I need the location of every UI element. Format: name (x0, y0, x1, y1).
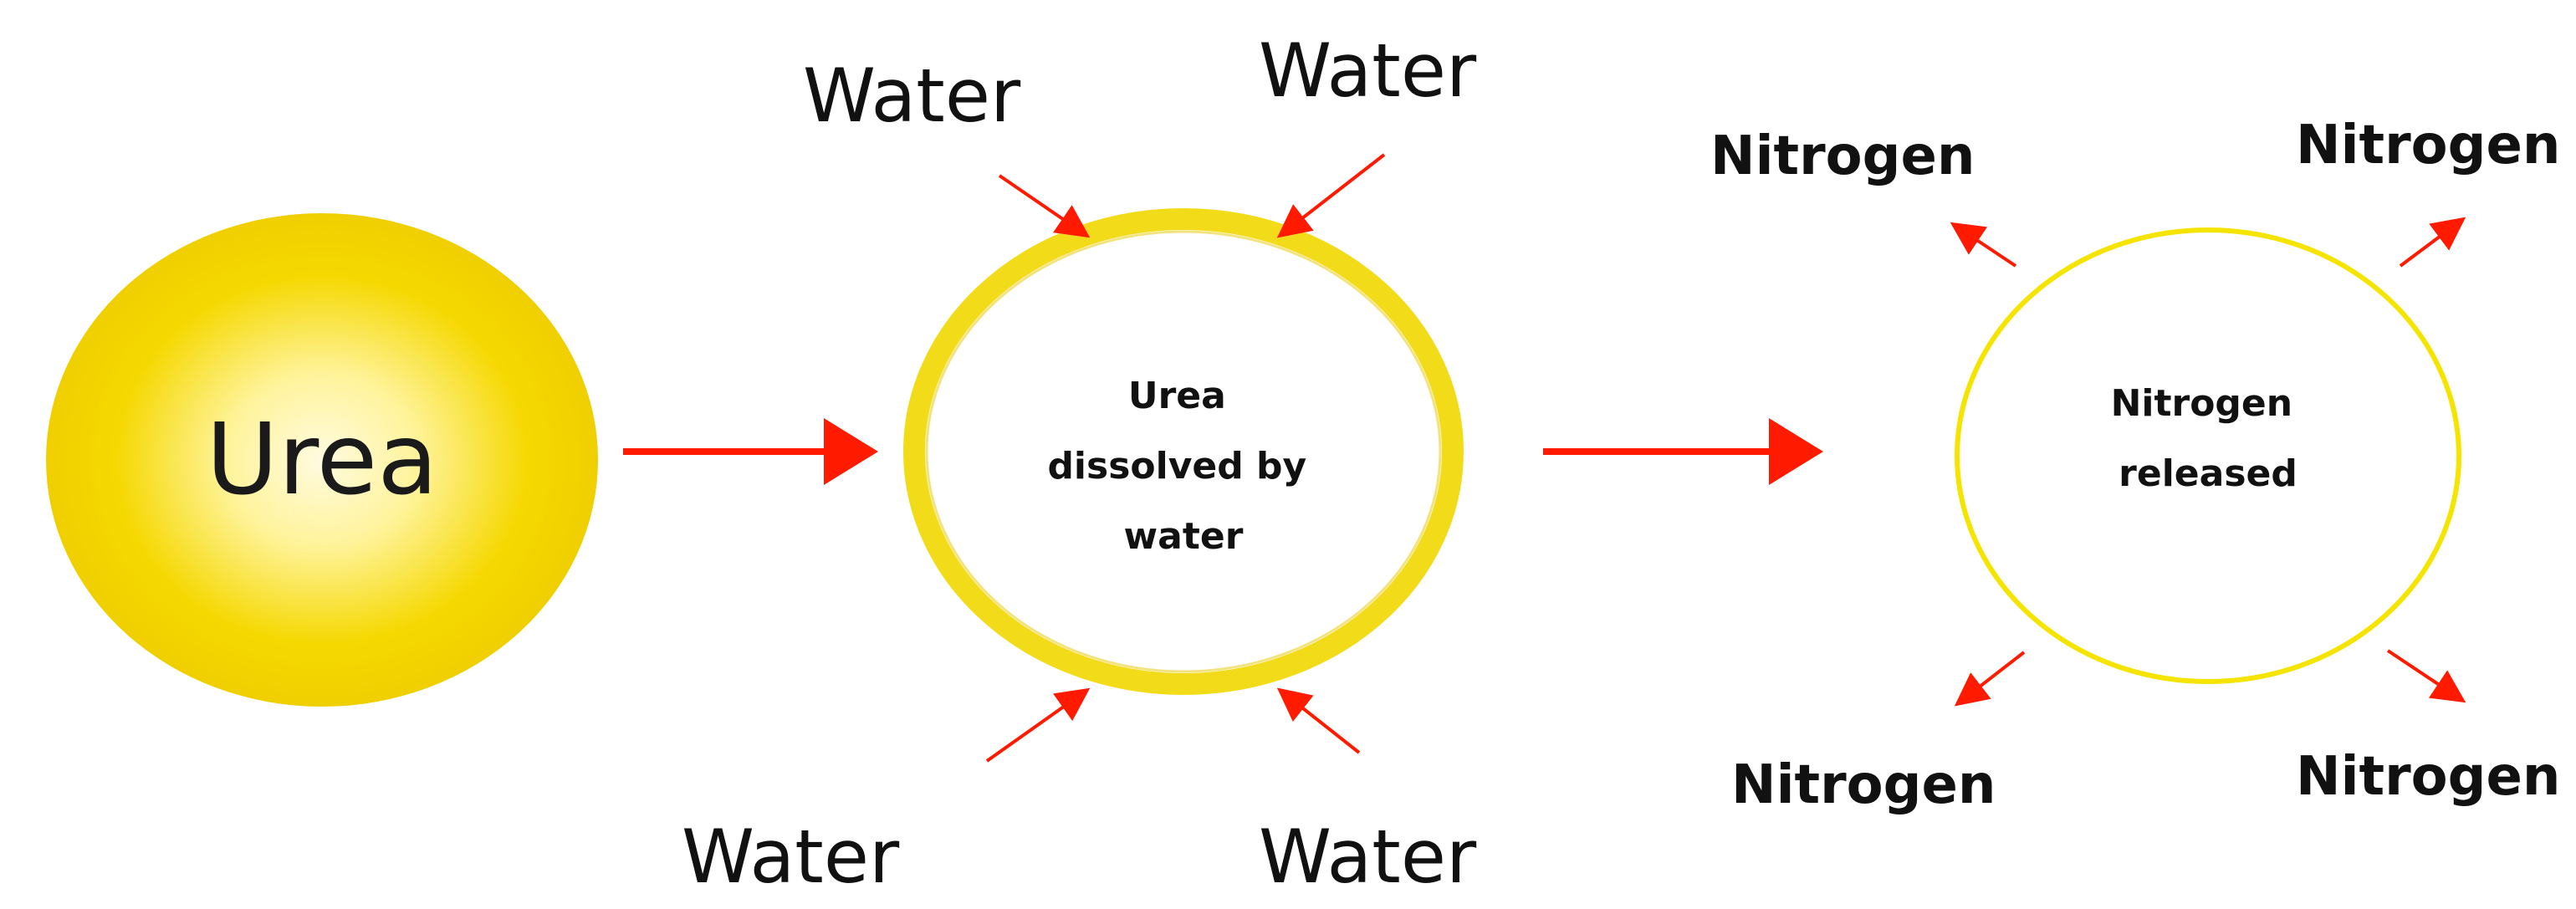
dissolved-urea-line-2: dissolved by (1047, 445, 1306, 488)
water-label-bottom-left: Water (682, 814, 900, 900)
process-arrow-1 (623, 418, 878, 485)
nitrogen-arrows (1950, 217, 2466, 707)
water-label-top-right: Water (1259, 28, 1477, 114)
nitrogen-arrow-top-left (1950, 222, 2017, 268)
water-arrow-bottom-right (1276, 687, 1361, 754)
nitrogen-label-top-left: Nitrogen (1710, 125, 1975, 187)
nitrogen-label-bottom-right: Nitrogen (2296, 746, 2560, 808)
process-arrow-2 (1543, 418, 1823, 485)
nitrogen-label-top-right: Nitrogen (2296, 115, 2560, 176)
nitrogen-released-label: Nitrogen released (2111, 382, 2306, 495)
water-arrow-top-right (1276, 153, 1386, 238)
nitrogen-arrow-bottom-right (2386, 649, 2466, 703)
urea-granule (46, 213, 598, 707)
nitrogen-label-bottom-left: Nitrogen (1731, 754, 1996, 816)
water-arrow-bottom-left (985, 687, 1091, 763)
water-label-top-left: Water (803, 53, 1021, 139)
urea-label: Urea (206, 401, 437, 517)
nitrogen-arrow-top-right (2399, 217, 2466, 268)
dissolved-urea-line-3: water (1124, 515, 1244, 558)
water-arrows (985, 153, 1386, 763)
dissolved-urea-ring-inner-edge (925, 230, 1442, 673)
dissolved-urea-line-1: Urea (1128, 375, 1226, 417)
dissolved-urea-ring (903, 208, 1464, 695)
nitrogen-released-line-1: Nitrogen (2111, 382, 2293, 425)
nitrogen-released-circle (1955, 227, 2461, 684)
nitrogen-arrow-bottom-left (1954, 651, 2026, 707)
water-label-bottom-right: Water (1259, 814, 1477, 900)
dissolved-urea-label: Urea dissolved by water (1047, 375, 1319, 558)
water-arrow-top-left (998, 174, 1091, 238)
nitrogen-released-line-2: released (2119, 452, 2297, 495)
